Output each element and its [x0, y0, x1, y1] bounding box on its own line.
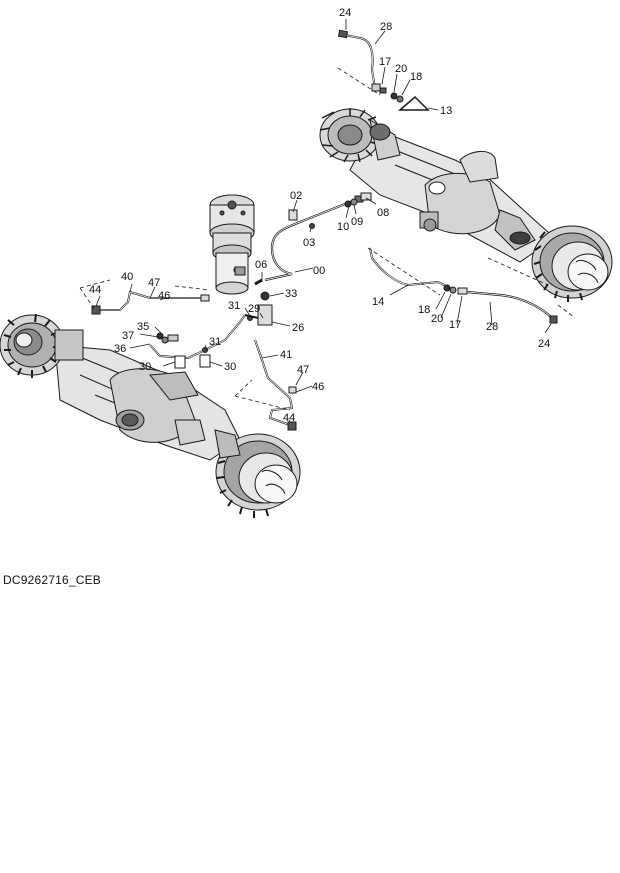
- callout-02: 02: [290, 190, 302, 202]
- callout-24-right: 24: [538, 338, 550, 350]
- front-axle-assembly: [0, 313, 301, 518]
- rear-axle-assembly: [319, 108, 613, 302]
- drawing-code: DC9262716_CEB: [3, 573, 101, 587]
- callout-13: 13: [440, 105, 452, 117]
- swivel-joint: [209, 194, 255, 295]
- callout-28: 28: [380, 21, 392, 33]
- callout-18-right: 18: [418, 304, 430, 316]
- callout-36: 36: [114, 343, 126, 355]
- callout-17-right: 17: [449, 319, 461, 331]
- callout-06: 06: [255, 259, 267, 271]
- callout-20-right: 20: [431, 313, 443, 325]
- callout-47-lower: 47: [297, 364, 309, 376]
- callout-26: 26: [292, 322, 304, 334]
- callout-46-lower: 46: [312, 381, 324, 393]
- callout-10: 10: [337, 221, 349, 233]
- callout-17: 17: [379, 56, 391, 68]
- callout-30-left: 30: [139, 361, 151, 373]
- callout-37: 37: [122, 330, 134, 342]
- callout-24: 24: [339, 7, 351, 19]
- callout-33: 33: [285, 288, 297, 300]
- callout-09: 09: [351, 216, 363, 228]
- leader-lines: [95, 19, 552, 423]
- callout-14: 14: [372, 296, 384, 308]
- callout-44-lower: 44: [283, 412, 295, 424]
- callout-08: 08: [377, 207, 389, 219]
- callout-35: 35: [137, 321, 149, 333]
- callout-30-right: 30: [224, 361, 236, 373]
- callout-28-right: 28: [486, 321, 498, 333]
- callout-44-upper: 44: [89, 284, 101, 296]
- callout-46-upper: 46: [158, 290, 170, 302]
- callout-47-upper: 47: [148, 277, 160, 289]
- callout-29: 29: [248, 303, 260, 315]
- callout-31-lower: 31: [209, 336, 221, 348]
- reference-lines: [79, 67, 576, 411]
- callout-00: 00: [313, 265, 325, 277]
- callout-40: 40: [121, 271, 133, 283]
- callout-31-upper: 31: [228, 300, 240, 312]
- callout-03: 03: [303, 237, 315, 249]
- callout-20: 20: [395, 63, 407, 75]
- callout-18: 18: [410, 71, 422, 83]
- callout-41: 41: [280, 349, 292, 361]
- callout-labels: 24 28 17 20 18 13 02 10 09 08 03 06 00 3…: [89, 7, 550, 424]
